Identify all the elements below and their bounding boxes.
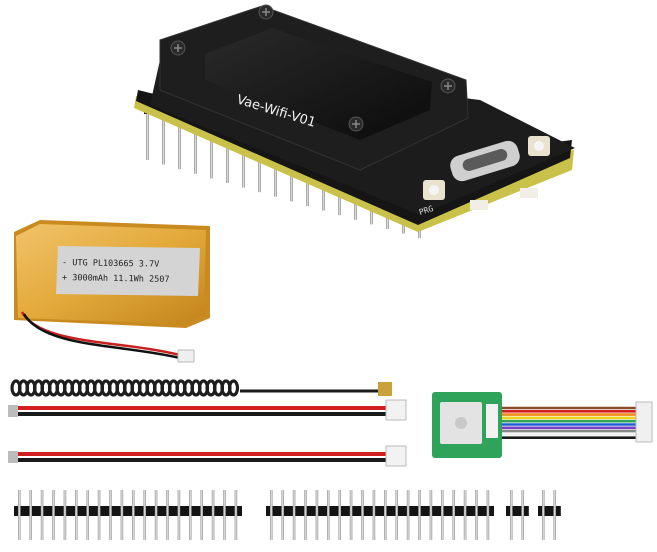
header-pin bbox=[63, 490, 67, 540]
header-strip bbox=[266, 506, 494, 516]
board-pin bbox=[146, 108, 149, 160]
header-pin bbox=[361, 490, 364, 540]
board-pin bbox=[242, 135, 245, 188]
header-pin bbox=[52, 490, 55, 540]
header-pin bbox=[542, 490, 545, 540]
header-pin bbox=[223, 490, 226, 540]
jst-wire-2 bbox=[8, 445, 407, 467]
header-pin bbox=[418, 490, 421, 540]
button-icon bbox=[423, 136, 550, 200]
battery-label-line1: - UTG PL103665 3.7V bbox=[62, 258, 159, 270]
header-pin bbox=[143, 490, 146, 540]
header-pin bbox=[475, 490, 478, 540]
header-pin bbox=[553, 490, 556, 540]
battery-label-line2: + 3000mAh 11.1Wh 2507 bbox=[62, 273, 170, 285]
header-pin bbox=[395, 490, 398, 540]
ipex-connector-icon bbox=[378, 382, 392, 396]
wifi-module bbox=[432, 392, 502, 458]
header-pin bbox=[406, 490, 410, 540]
header-pin bbox=[75, 490, 78, 540]
header-pin bbox=[441, 490, 444, 540]
header-pin bbox=[109, 490, 112, 540]
header-strip bbox=[506, 506, 529, 516]
usb-c-port bbox=[450, 140, 520, 182]
board-pin bbox=[210, 126, 213, 179]
header-pin bbox=[154, 490, 158, 540]
dev-board: Vae-Wifi-V01 PRG bbox=[134, 4, 575, 239]
header-pin bbox=[40, 490, 44, 540]
header-pin bbox=[166, 490, 169, 540]
header-pin bbox=[452, 490, 455, 540]
header-strip bbox=[538, 506, 561, 516]
header-pin bbox=[97, 490, 101, 540]
header-pin bbox=[177, 490, 181, 540]
header-pin bbox=[18, 490, 21, 540]
header-pin bbox=[429, 490, 433, 540]
antenna bbox=[10, 379, 392, 397]
jst-wire-1 bbox=[8, 399, 407, 421]
header-pin bbox=[86, 490, 89, 540]
header-pin bbox=[486, 490, 490, 540]
jst-connector bbox=[385, 399, 407, 421]
display-screen bbox=[205, 28, 432, 140]
header-pin bbox=[120, 490, 124, 540]
header-pin bbox=[200, 490, 203, 540]
header-pin bbox=[327, 490, 330, 540]
header-pin bbox=[372, 490, 376, 540]
header-pin bbox=[189, 490, 192, 540]
board-pin bbox=[258, 140, 261, 193]
screw-icon bbox=[170, 4, 456, 132]
header-pin bbox=[510, 490, 513, 540]
header-pin bbox=[315, 490, 319, 540]
ribbon-cable bbox=[502, 406, 636, 440]
battery-label bbox=[56, 246, 200, 296]
header-pin bbox=[132, 490, 135, 540]
jst-connector bbox=[177, 349, 195, 363]
header-pin bbox=[463, 490, 467, 540]
header-pin bbox=[338, 490, 341, 540]
lipo-battery: - UTG PL103665 3.7V + 3000mAh 11.1Wh 250… bbox=[14, 220, 210, 363]
board-pin bbox=[162, 112, 165, 165]
board-pin bbox=[226, 131, 229, 183]
header-pin bbox=[281, 490, 284, 540]
board-pin bbox=[194, 121, 197, 174]
pin-headers bbox=[14, 490, 561, 540]
ribbon-connector bbox=[635, 401, 653, 443]
board-pin bbox=[178, 117, 181, 170]
board-pin bbox=[274, 144, 277, 197]
header-pin bbox=[292, 490, 296, 540]
coil-turn bbox=[227, 379, 240, 397]
antenna-coil bbox=[10, 379, 240, 397]
header-pin bbox=[304, 490, 307, 540]
header-pin bbox=[384, 490, 387, 540]
jst-connector bbox=[385, 445, 407, 467]
header-pin bbox=[270, 490, 273, 540]
header-pin bbox=[211, 490, 215, 540]
header-pin bbox=[234, 490, 238, 540]
header-pin bbox=[521, 490, 524, 540]
header-pin bbox=[29, 490, 32, 540]
boot-silkscreen: PRG bbox=[418, 204, 435, 217]
header-pin bbox=[349, 490, 353, 540]
header-strip bbox=[14, 506, 242, 516]
